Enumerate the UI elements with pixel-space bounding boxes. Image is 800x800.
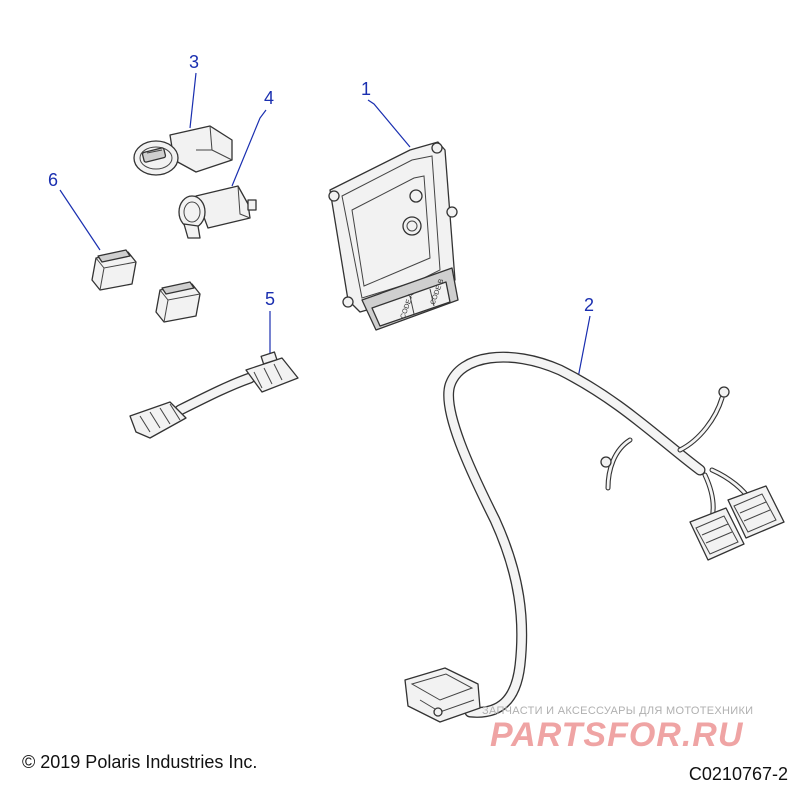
- adapter-harness: [129, 351, 299, 439]
- callout-5: 5: [265, 289, 275, 309]
- power-outlet: [178, 185, 257, 239]
- callout-1: 1: [361, 79, 371, 99]
- leader-6: [59, 189, 101, 251]
- watermark-logo: PARTSFOR.RU: [490, 716, 744, 754]
- callout-4: 4: [264, 88, 274, 108]
- callout-2: 2: [584, 295, 594, 315]
- wire-harness: [404, 351, 785, 723]
- rocker-switch-cap: [91, 249, 137, 291]
- callout-6: 6: [48, 170, 58, 190]
- ignition-switch: [133, 125, 233, 176]
- callout-3: 3: [189, 52, 199, 72]
- copyright-notice: © 2019 Polaris Industries Inc.: [22, 752, 258, 772]
- leader-3: [189, 72, 197, 129]
- leader-2: [577, 315, 591, 379]
- leader-1: [367, 99, 411, 148]
- rocker-switch-cap-second: [155, 281, 201, 323]
- leader-4: [231, 109, 267, 187]
- watermark-caption: ЗАПЧАСТИ И АКСЕССУАРЫ ДЛЯ МОТОТЕХНИКИ: [482, 705, 754, 717]
- ecu-module: CODE A CODE B: [328, 141, 459, 331]
- drawing-number: C0210767-2: [688, 764, 788, 784]
